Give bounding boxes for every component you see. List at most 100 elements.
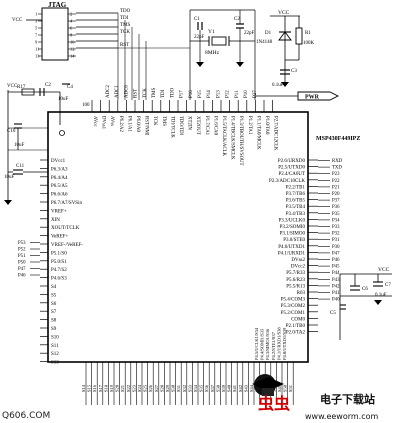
chip-bottom-pin-label: S20 — [115, 384, 120, 392]
top-net-label: P17 — [180, 90, 185, 98]
top-net-label: P11 — [235, 90, 240, 98]
decoupling-value: 0.1uF — [375, 293, 387, 298]
chip-left-pin-label: P4.6/S3 — [51, 277, 67, 282]
chip-bottom-right-label: P4.5/UCLK1/S34 — [254, 327, 259, 360]
chip-left-pin-label: P6.4/A4 — [51, 176, 68, 181]
top-net-label: TDI — [161, 89, 166, 98]
chip-bottom-pin-label: S28 — [159, 384, 164, 392]
watermark: Q606.COM 虫虫 电子下载站 www.eeworm.com — [2, 374, 378, 421]
chip-left-pin-label: VeREF+ — [51, 235, 68, 240]
analog-c4-value: 10uF — [58, 97, 69, 102]
left-net-label: P52 — [18, 248, 26, 253]
analog-c11-label: C11 — [16, 164, 25, 169]
right-net-label: P44 — [332, 271, 340, 276]
chip-left-pin-label: VREF-/VeREF- — [51, 243, 83, 248]
reset-r-label: R1 — [305, 31, 311, 36]
right-net-label: P22 — [332, 179, 340, 184]
jtag-sig-rst: RST — [120, 43, 129, 48]
reset-c-label: C3 — [291, 69, 297, 74]
chip-left-pin-label: XIN — [51, 218, 60, 223]
chip-bottom-pin-label: S51 — [288, 385, 293, 392]
chip-right-pin-label: P5.4/COM3 — [281, 298, 306, 303]
chip-top-pin-label: P1.0/TA0 — [264, 116, 269, 135]
ground-symbol — [196, 62, 204, 67]
right-net-label: P47 — [332, 251, 340, 256]
jtag-sig-tdi: TDI — [120, 16, 129, 21]
chip-bottom-pin-label: S40 — [227, 384, 232, 392]
chip-right-pin-label: P2.0/TA2 — [286, 331, 306, 336]
chip-name: MSP430F449IPZ — [316, 136, 360, 142]
chip-right-pin-label: P3.1/SIMO0 — [280, 232, 306, 237]
top-net-label: P27 — [253, 90, 258, 98]
chip-top-pin-label: P1.7/CA1 — [204, 116, 209, 136]
reset-circuit: VCC D1 1N4148 R1 100K C3 0.1uF PWR — [255, 10, 340, 101]
chip-bottom-pin-label: S44 — [249, 384, 254, 392]
chip-top-pin-label: XT2IN — [187, 116, 192, 130]
pwr-net-flag — [297, 91, 340, 101]
chip-right-pin-label: P4.0/UTXD1 — [278, 245, 305, 250]
top-net-label: P13 — [216, 90, 221, 98]
analog-vcc-label: VCC — [7, 84, 18, 89]
chip-left-pin-label: S9 — [51, 327, 57, 332]
jtag-signal-lines — [76, 12, 190, 100]
crystal-y1-body — [211, 36, 227, 46]
right-net-label: P42 — [332, 284, 340, 289]
crystal-c1-value: 22pF — [194, 35, 205, 40]
decoupling-c5-label: C5 — [330, 311, 336, 316]
watermark-brand-mark: 虫虫 — [258, 394, 290, 413]
chip-bottom-pin-label: S37 — [210, 384, 215, 392]
jtag-vcc-label: VCC — [12, 18, 23, 23]
chip-left-pin-label: P5.0/S1 — [51, 260, 67, 265]
ground-symbol — [4, 200, 12, 205]
chip-bottom-pin-label: S39 — [221, 384, 226, 392]
analog-c10-label: C10 — [7, 129, 16, 134]
right-net-labels: RXDTXDP23P22P21P20P37P36P35P34P33P32P31P… — [318, 159, 343, 303]
chip-top-pin-label: AVcc — [92, 116, 97, 127]
jtag-pin-number: 7 — [35, 33, 38, 38]
chip-left-pin-label: S11 — [51, 344, 59, 349]
chip-bottom-pin-label: S27 — [154, 384, 159, 392]
left-net-label: P53 — [18, 241, 26, 246]
analog-r17-label: R17 — [17, 85, 26, 90]
chip-top-pin-label: P1.3/TBOUTH/SVSOUT — [238, 116, 243, 166]
chip-bottom-pin-label: S36 — [204, 384, 209, 392]
chip-left-pin-label: P4.7/S2 — [51, 268, 67, 273]
right-net-label: P43 — [332, 278, 340, 283]
reset-net-label: PWR — [305, 95, 320, 101]
reset-r-value: 100K — [303, 41, 315, 46]
right-net-label: P31 — [332, 238, 340, 243]
chip-left-pin-label: VREF+ — [51, 209, 67, 214]
chip-right-pin-label: COM0 — [291, 317, 305, 322]
chip-left-pin-label: DVcc1 — [51, 159, 66, 164]
chip-left-pins: DVcc1P6.3/A3P6.4/A4P6.5/A5P6.6/A6P6.7/A7… — [40, 159, 83, 366]
chip-left-pin-label: S4 — [51, 285, 57, 290]
analog-c2-label: C2 — [45, 83, 51, 88]
chip-right-pin-label: P3.4/TB3 — [286, 212, 306, 217]
chip-bottom-pin-label: S49 — [277, 384, 282, 392]
chip-top-pin-label: P1.6/CA0 — [212, 116, 217, 136]
jtag-pin-number: 13 — [35, 54, 40, 59]
chip-right-pin-label: P2.4/CA0UT — [278, 172, 305, 177]
right-net-label: P30 — [332, 245, 340, 250]
chip-pin1-number: 100 — [82, 103, 90, 108]
chip-top-pin-label: RST/NMI — [144, 116, 149, 136]
watermark-site-left: Q606.COM — [2, 411, 50, 421]
chip-top-pin-label: DVss1 — [101, 116, 106, 130]
chip-right-pin-label: P5.7/R33 — [286, 271, 305, 276]
chip-right-pin-label: P3.6/TB5 — [286, 199, 306, 204]
reset-c-value: 0.1uF — [272, 83, 284, 88]
chip-body — [47, 111, 309, 363]
decoupling-caps: VCC C6 C7 0.1uF C5 — [330, 267, 392, 340]
right-net-label: P34 — [332, 218, 340, 223]
chip-bottom-right-label: P4.4/SOMI1/S35 — [260, 328, 265, 360]
chip-left-pin-label: S12 — [51, 352, 59, 357]
chip-bottom-pin-label: S22 — [126, 385, 131, 392]
top-net-label: P14 — [207, 90, 212, 98]
reset-vcc-label: VCC — [278, 10, 290, 16]
jtag-pin-number: 9 — [35, 40, 38, 45]
chip-left-pin-label: S8 — [51, 319, 57, 324]
